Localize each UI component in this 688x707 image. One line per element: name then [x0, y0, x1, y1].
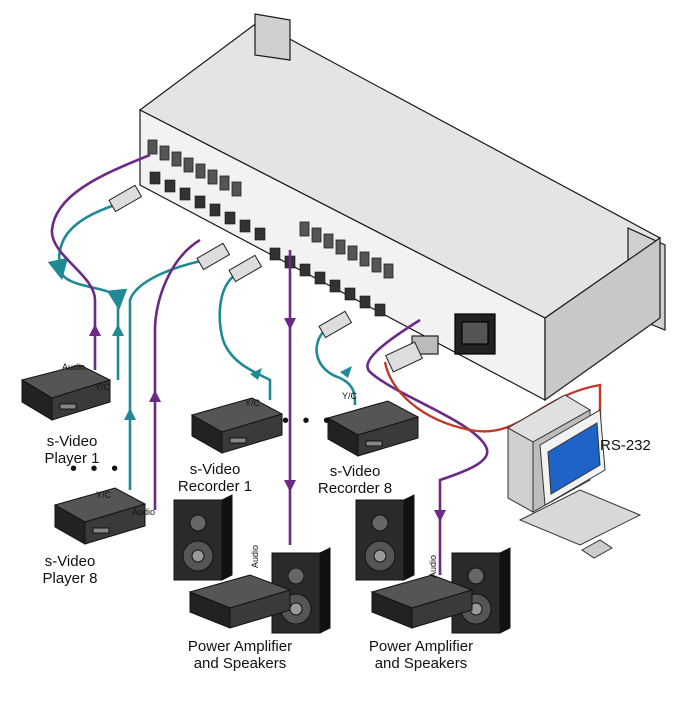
audio-cables	[50, 153, 489, 575]
recorder8-label: s-Video Recorder 8	[317, 463, 393, 497]
video-recorder-icon	[190, 397, 284, 454]
audio-label-player1: Audio	[62, 362, 86, 372]
computer-icon	[506, 394, 642, 559]
yc-label-recorder8: Y/C	[342, 391, 358, 401]
yc-label-player8: Y/C	[96, 490, 112, 500]
video-player-icon	[20, 364, 112, 421]
amp-right-label: Power Amplifier and Speakers	[368, 638, 474, 672]
rs232-label: RS-232	[600, 437, 651, 454]
yc-label-player1: Y/C	[95, 382, 111, 392]
amp-left-label: Power Amplifier and Speakers	[187, 638, 293, 672]
rack-switcher-icon	[138, 13, 666, 402]
video-player-icon	[53, 487, 147, 545]
audio-arrows	[89, 318, 446, 522]
ellipsis-recorders: • • •	[282, 410, 335, 432]
player8-label: s-Video Player 8	[42, 553, 98, 587]
amplifier-icon	[188, 574, 292, 629]
cable-plugs	[108, 184, 423, 373]
player1-label: s-Video Player 1	[44, 433, 100, 467]
audio-label-player8: Audio	[132, 507, 156, 517]
video-arrows	[112, 324, 352, 420]
video-recorder-icon	[326, 400, 420, 457]
audio-label-amp-right: Audio	[428, 554, 438, 578]
ellipsis-players: • • •	[70, 458, 123, 480]
yc-label-recorder1: Y/C	[245, 398, 261, 408]
recorder1-label: s-Video Recorder 1	[177, 461, 253, 495]
speaker-icon	[355, 494, 415, 581]
speaker-icon	[173, 494, 233, 581]
amplifier-icon	[370, 574, 474, 629]
speaker-icon	[451, 547, 511, 634]
audio-label-amp-left: Audio	[250, 544, 260, 568]
